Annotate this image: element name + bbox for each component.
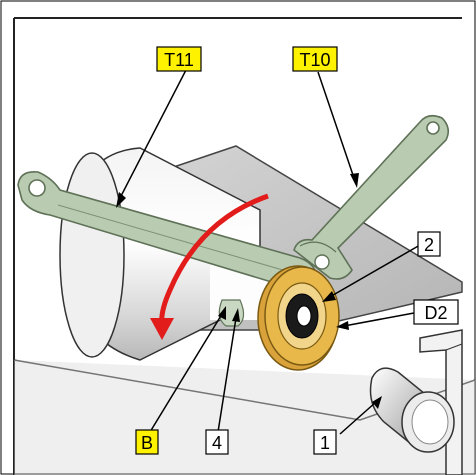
bracket-edge <box>445 343 463 351</box>
callout-b-text: B <box>141 433 153 453</box>
callout-b-box <box>135 429 159 455</box>
callout-d2-text: D2 <box>424 303 447 323</box>
leader-arrowheads <box>116 173 382 409</box>
wrench-pivot <box>314 254 330 270</box>
arrowhead-b <box>218 306 226 320</box>
seal-bore-hole <box>296 305 312 327</box>
base-surface <box>14 360 475 475</box>
wrench-t10-eye <box>426 121 440 135</box>
wrench-t10-hook <box>299 241 337 253</box>
callout-2-text: 2 <box>424 235 434 255</box>
leader-t10 <box>317 71 355 179</box>
leader-t11 <box>119 69 187 199</box>
arrowhead-t11 <box>116 192 126 208</box>
wrench-t10 <box>293 114 450 280</box>
wrench-t11 <box>17 170 317 292</box>
leader-4 <box>217 317 237 433</box>
arrowhead-2 <box>322 291 336 302</box>
callout-4: 4 <box>205 429 229 455</box>
support-bracket <box>419 329 463 475</box>
callout-t10-box <box>292 46 338 72</box>
callout-t10: T10 <box>292 46 338 72</box>
rotation-arc <box>159 193 269 327</box>
leader-2 <box>327 244 421 299</box>
callout-2: 2 <box>417 231 441 257</box>
callout-t11-text: T11 <box>164 50 194 70</box>
callout-1-text: 1 <box>320 433 330 453</box>
callout-t10-text: T10 <box>299 50 330 70</box>
arrowhead-t10 <box>350 173 359 188</box>
curved-arrow-icon <box>150 318 174 340</box>
wrench-t11-edge <box>57 204 301 276</box>
callout-b: B <box>135 429 159 455</box>
wrench-t11-eye <box>28 179 46 197</box>
leader-d2 <box>343 312 415 327</box>
arrowhead-d2 <box>336 321 349 330</box>
leader-lines <box>119 69 421 435</box>
cylinder-end <box>59 152 125 358</box>
knob-face <box>411 399 449 445</box>
callout-t11-box <box>156 46 202 72</box>
leader-b <box>149 313 223 433</box>
callout-d2-box <box>413 299 459 325</box>
callout-4-text: 4 <box>212 433 222 453</box>
callout-d2: D2 <box>413 299 459 325</box>
callout-4-box <box>205 429 229 455</box>
callout-1: 1 <box>313 429 337 455</box>
callout-2-box <box>417 231 441 257</box>
leader-1 <box>339 401 377 435</box>
arrowhead-4 <box>232 308 240 322</box>
callout-t11: T11 <box>156 46 202 72</box>
callout-1-box <box>313 429 337 455</box>
arrowhead-1 <box>372 396 382 409</box>
